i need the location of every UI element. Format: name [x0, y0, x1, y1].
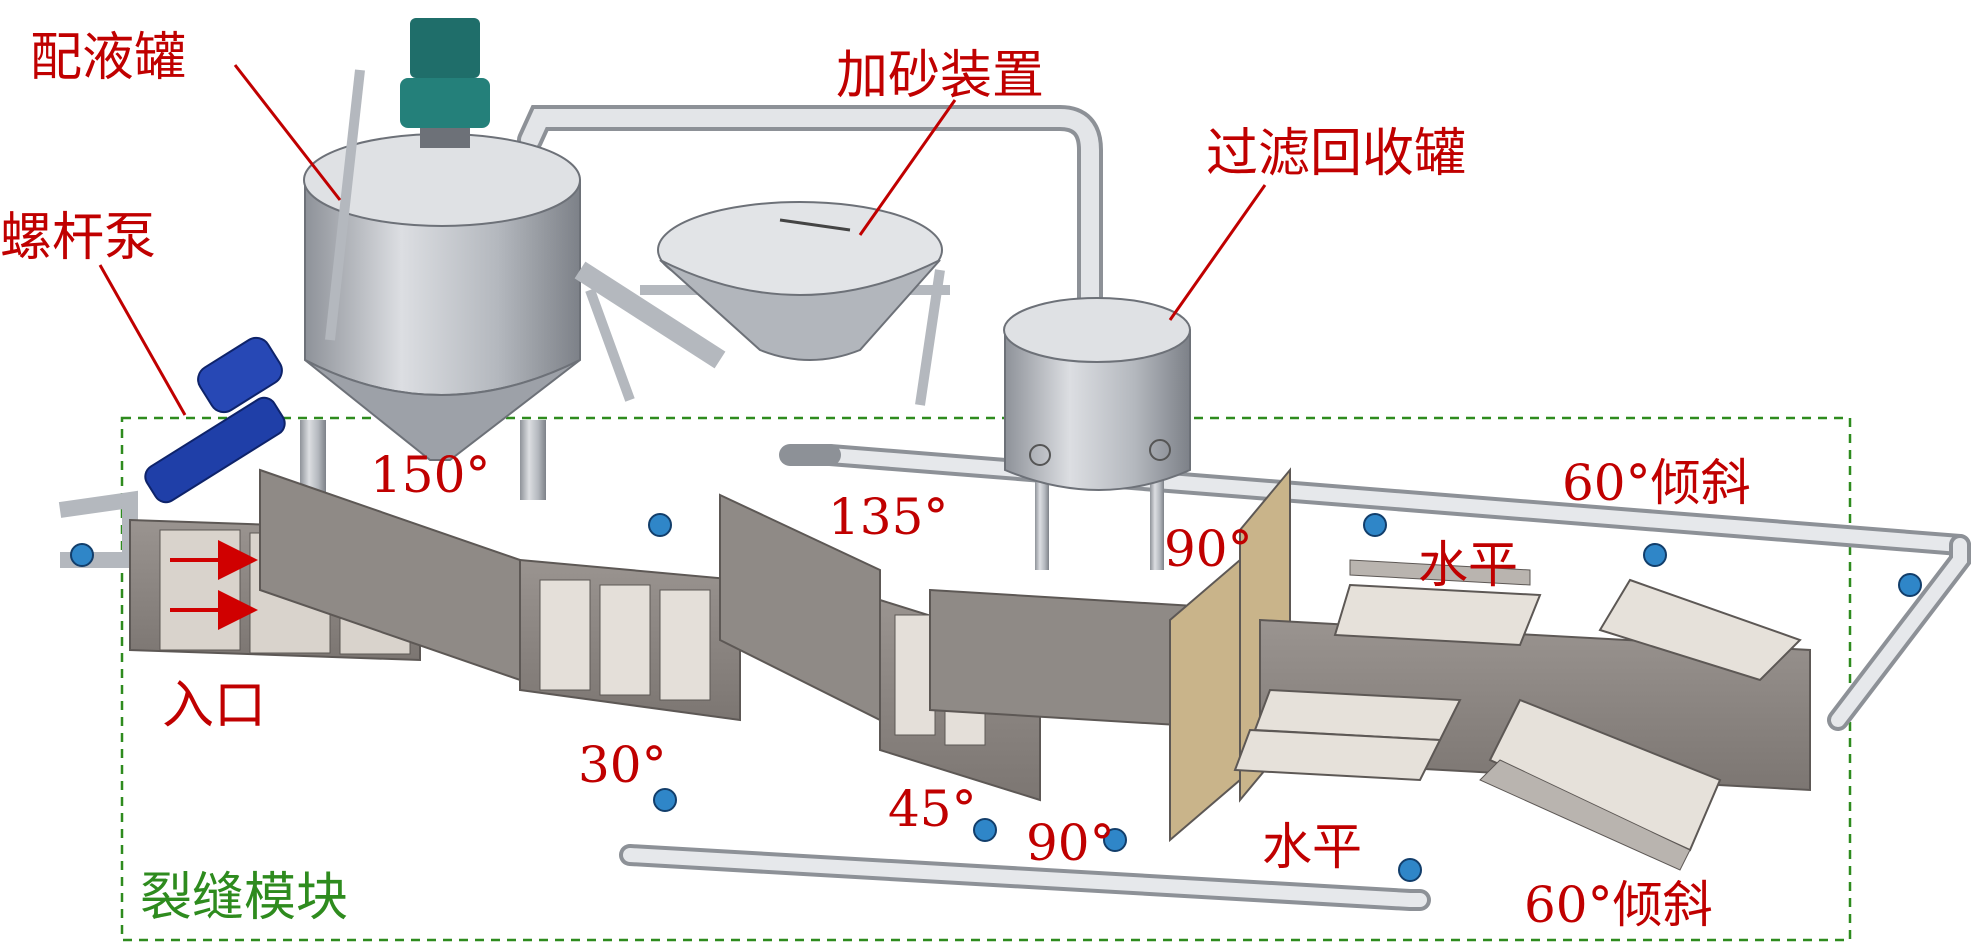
angle-90-lower-label: 90°	[1026, 814, 1115, 872]
horizontal-lower-label: 水平	[1262, 818, 1362, 876]
leader-lines	[98, 64, 1267, 416]
angle-135-label: 135°	[828, 488, 949, 546]
angle-90-upper-label: 90°	[1164, 520, 1253, 578]
angle-30-label: 30°	[578, 736, 667, 794]
filter-tank	[1003, 297, 1191, 570]
screw-pump-label: 螺杆泵	[0, 208, 157, 268]
tilt60-upper-label: 60°倾斜	[1562, 454, 1751, 512]
fracture-module-boundary	[120, 416, 1852, 942]
screw-pump	[58, 336, 286, 568]
mix-tank	[300, 18, 581, 500]
fracture-module-label: 裂缝模块	[140, 868, 349, 928]
tilt60-lower-label: 60°倾斜	[1524, 876, 1713, 934]
valves	[70, 513, 1922, 882]
angle-150-label: 150°	[370, 446, 491, 504]
filter-tank-label: 过滤回收罐	[1206, 124, 1467, 184]
inlet-label: 入口	[162, 676, 267, 736]
angle-45-label: 45°	[888, 780, 977, 838]
mix-tank-label: 配液罐	[30, 28, 187, 88]
overhead-pipes	[517, 105, 1971, 911]
sand-device-label: 加砂装置	[836, 46, 1045, 106]
fracture-panels	[129, 467, 1811, 871]
horizontal-upper-label: 水平	[1418, 536, 1518, 594]
sand-device	[574, 201, 950, 406]
